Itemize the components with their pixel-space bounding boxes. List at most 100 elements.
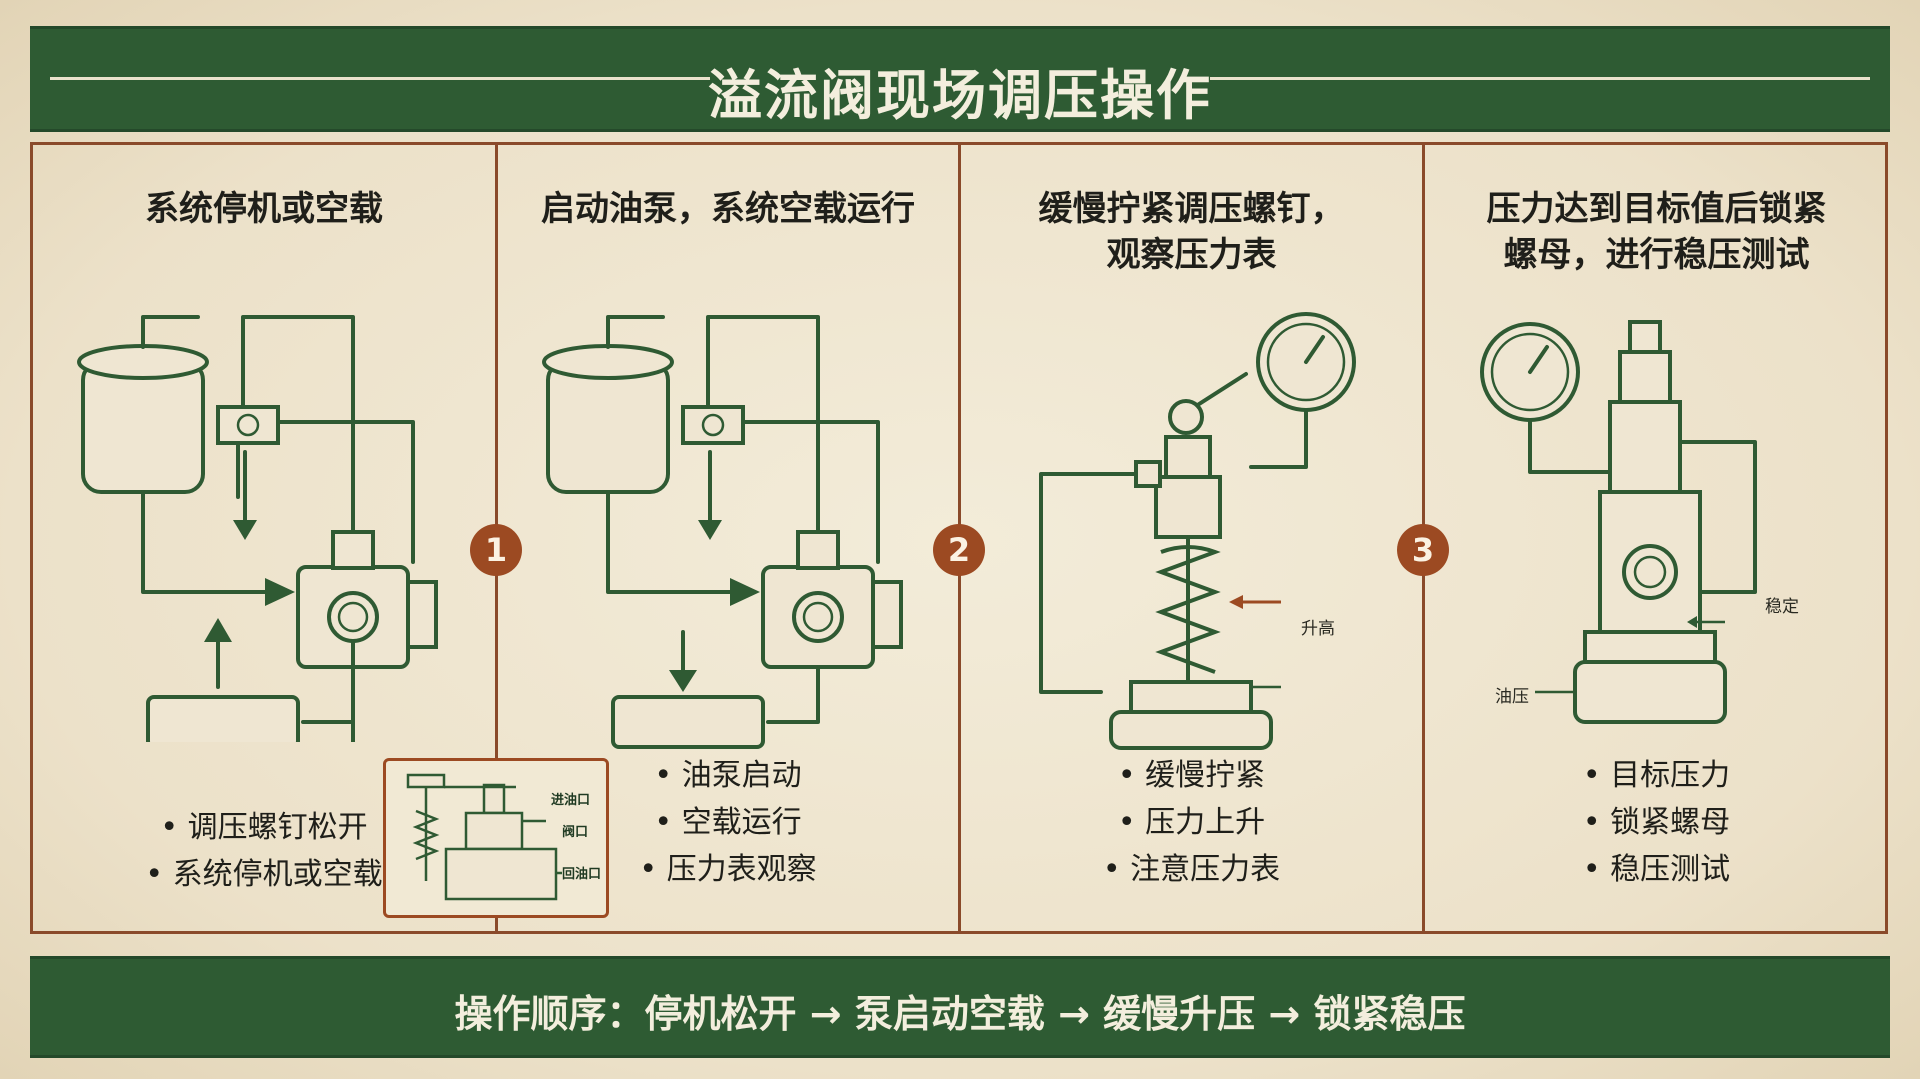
step-3-bullet-text-3: 注意压力表: [1130, 852, 1281, 887]
step-4-bullet-text-1: 目标压力: [1610, 758, 1731, 793]
stable-arrow-head: [1687, 616, 1697, 628]
step-badge-1: 1: [470, 524, 522, 576]
step-4-bullet-text-3: 稳压测试: [1610, 852, 1731, 887]
step-4-title-line-2: 螺母，进行稳压测试: [1503, 235, 1810, 275]
valve-port-label: 阀口: [562, 825, 589, 840]
detail-adjust-knob: [406, 773, 446, 789]
oil-pressure-label: 油压: [1495, 687, 1529, 707]
step-4-bullet-text-2: 锁紧螺母: [1610, 805, 1731, 840]
step-1-bullet: • 系统停机或空载: [145, 857, 383, 892]
valve-bonnet: [1608, 400, 1682, 494]
three-way-valve: [681, 405, 745, 445]
relief-valve-port-inner: [1633, 555, 1667, 589]
step-2-bullet: • 压力表观察: [639, 852, 817, 887]
step-1-bullets: • 调压螺钉松开 • 系统停机或空载: [33, 804, 495, 898]
step-3-title-line-2: 观察压力表: [1106, 235, 1277, 275]
step-3-title: 缓慢拧紧调压螺钉， 观察压力表: [961, 186, 1422, 278]
adjust-screw-cap: [1164, 435, 1212, 479]
relief-valve-port-inner: [802, 601, 834, 633]
relief-valve-port: [1622, 544, 1678, 600]
step-panel-4: 压力达到目标值后锁紧 螺母，进行稳压测试 稳定 油压 • 目标压力 • 锁紧螺母…: [1425, 142, 1888, 934]
valve-base-body: [1573, 660, 1727, 724]
valve-detail-diagram: [406, 773, 562, 901]
three-way-valve: [216, 405, 280, 445]
step-4-title-line-1: 压力达到目标值后锁紧: [1486, 189, 1827, 229]
inlet-pipe: [606, 490, 740, 594]
step-2-illustration: [542, 315, 903, 749]
step-2-title-line: 启动油泵，系统空载运行: [541, 189, 915, 229]
detail-valve-top: [482, 783, 506, 815]
title-banner: 溢流阀现场调压操作: [30, 26, 1890, 132]
step-2-bullet: • 油泵启动: [654, 758, 802, 793]
inlet-arrow-head: [730, 578, 760, 606]
oil-tank: [81, 360, 205, 494]
valve-port: [701, 413, 725, 437]
step-2-bullet-text-1: 油泵启动: [681, 758, 802, 793]
relief-valve-port: [327, 591, 379, 643]
step-3-bullets: • 缓慢拧紧 • 压力上升 • 注意压力表: [961, 752, 1422, 893]
lock-nut: [1618, 350, 1672, 404]
oil-pump: [611, 695, 765, 749]
step-2-bullet-text-3: 压力表观察: [666, 852, 817, 887]
valve-base-flange: [1583, 630, 1717, 664]
handle-knob: [1168, 399, 1204, 435]
step-4-title: 压力达到目标值后锁紧 螺母，进行稳压测试: [1425, 186, 1888, 278]
relief-valve-bonnet: [796, 530, 840, 570]
stable-label: 稳定: [1765, 597, 1799, 617]
tighten-arrow-head: [1229, 595, 1243, 609]
step-badge-2: 2: [933, 524, 985, 576]
right-pipe: [271, 420, 415, 564]
down-arrow-head: [669, 670, 697, 692]
valve-base-flange: [1129, 680, 1253, 714]
pump-return-pipe: [301, 640, 355, 724]
page-title: 溢流阀现场调压操作: [708, 64, 1212, 127]
inlet-port-label: 进油口: [551, 793, 591, 808]
valve-port: [236, 413, 260, 437]
step-panel-2: 启动油泵，系统空载运行 • 油泵启动 • 空载运行 • 压力表观察: [498, 142, 958, 934]
tank-lid: [77, 344, 209, 380]
detail-valve-body: [444, 847, 558, 901]
step-4-bullet: • 目标压力: [1582, 758, 1731, 793]
flow-arrow-down-head: [233, 520, 257, 540]
rise-label: 升高: [1301, 619, 1335, 639]
step-3-illustration: [1039, 312, 1356, 750]
step-3-bullet-text-2: 压力上升: [1145, 805, 1266, 840]
step-3-bullet: • 缓慢拧紧: [1117, 758, 1266, 793]
inlet-arrow-head: [265, 578, 295, 606]
step-2-bullet: • 空载运行: [654, 805, 802, 840]
step-panel-3: 缓慢拧紧调压螺钉， 观察压力表 升高 • 缓慢拧紧 • 压力上升 • 注意压力表: [961, 142, 1422, 934]
step-1-illustration: [77, 315, 438, 742]
loop-pipe: [1039, 472, 1138, 694]
step-2-bullet-text-2: 空载运行: [681, 805, 802, 840]
valve-detail-inset: 进油口 阀口 回油口: [383, 758, 609, 918]
tank-vent-pipe: [141, 315, 200, 349]
step-1-title-line: 系统停机或空载: [145, 189, 383, 229]
step-4-illustration: [1480, 320, 1757, 724]
title-rule-right: [1210, 77, 1870, 80]
upper-pipe: [706, 315, 820, 534]
return-pipe: [1678, 440, 1757, 594]
step-4-bullets: • 目标压力 • 锁紧螺母 • 稳压测试: [1425, 752, 1888, 893]
lock-nut-top: [1628, 320, 1662, 354]
inlet-pipe: [141, 490, 275, 594]
gauge-pipe: [1528, 418, 1612, 474]
step-1-title: 系统停机或空载: [33, 186, 495, 232]
pressure-gauge-dial: [1266, 322, 1346, 402]
valve-side-nut: [1134, 460, 1162, 488]
step-2-title: 启动油泵，系统空载运行: [498, 186, 958, 232]
step-3-bullet-text-1: 缓慢拧紧: [1145, 758, 1266, 793]
pressure-gauge-dial: [1490, 332, 1570, 412]
step-panel-1: 系统停机或空载 • 调压螺钉松开 • 系统停机或空载: [33, 142, 495, 934]
step-1-bullet-text-1: 调压螺钉松开: [187, 810, 368, 845]
step-4-bullet: • 稳压测试: [1582, 852, 1731, 887]
relief-valve-side-port: [871, 580, 903, 649]
title-rule-left: [50, 77, 710, 80]
oil-tank: [546, 360, 670, 494]
step-3-bullet: • 压力上升: [1117, 805, 1266, 840]
step-3-title-line-1: 缓慢拧紧调压螺钉，: [1038, 189, 1345, 229]
step-3-bullet: • 注意压力表: [1102, 852, 1281, 887]
relief-valve-port-inner: [337, 601, 369, 633]
gauge-pipe: [1249, 408, 1308, 469]
oil-pump: [146, 695, 300, 742]
valve-bonnet: [1154, 475, 1222, 539]
